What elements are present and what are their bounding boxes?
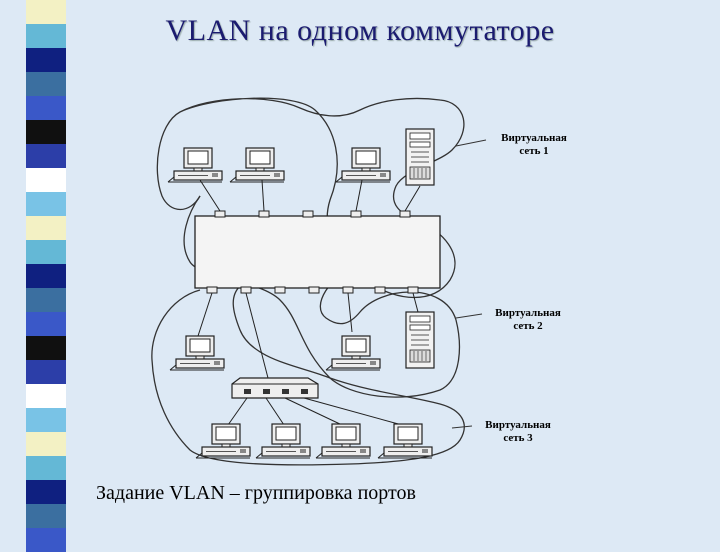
hub — [231, 377, 319, 399]
stripe-block — [26, 288, 66, 312]
server — [405, 128, 435, 186]
switch-port — [214, 210, 226, 218]
vlan3-label-line2: сеть 3 — [503, 432, 533, 444]
workstation — [195, 423, 251, 459]
switch-port — [342, 286, 354, 294]
switch-port — [350, 210, 362, 218]
workstation — [229, 147, 285, 183]
vlan1-label-line2: сеть 1 — [519, 145, 548, 157]
workstation — [255, 423, 311, 459]
slide-title: VLAN на одном коммутаторе — [165, 14, 555, 47]
stripe-block — [26, 0, 66, 24]
stripe-block — [26, 432, 66, 456]
vlan1-boundary — [156, 97, 465, 299]
switch-port — [240, 286, 252, 294]
stripe-block — [26, 264, 66, 288]
switch-port — [206, 286, 218, 294]
stripe-block — [26, 96, 66, 120]
stripe-block — [26, 504, 66, 528]
switch-port — [302, 210, 314, 218]
stripe-block — [26, 216, 66, 240]
vlan-diagram: Виртуальная сеть 1 Виртуальная сеть 2 Ви… — [151, 97, 567, 466]
slide-caption: Задание VLAN – группировка портов — [96, 482, 416, 504]
stripe-block — [26, 192, 66, 216]
workstation — [315, 423, 371, 459]
workstation — [377, 423, 433, 459]
switch-port — [308, 286, 320, 294]
stripe-block — [26, 408, 66, 432]
decorative-stripe — [0, 0, 68, 552]
stripe-block — [26, 144, 66, 168]
workstation — [167, 147, 223, 183]
stripe-block — [26, 456, 66, 480]
stripe-block — [26, 168, 66, 192]
switch-body — [194, 215, 441, 289]
vlan1-label-line1: Виртуальная — [501, 132, 567, 144]
switch-port — [399, 210, 411, 218]
workstation — [169, 335, 225, 371]
server — [405, 311, 435, 369]
vlan2-label-line2: сеть 2 — [513, 320, 543, 332]
stripe-block — [26, 336, 66, 360]
vlan3-boundary — [151, 285, 465, 466]
stripe-block — [26, 120, 66, 144]
stripe-block — [26, 384, 66, 408]
stripe-block — [26, 48, 66, 72]
vlan3-label-line1: Виртуальная — [485, 419, 551, 431]
stripe-block — [26, 72, 66, 96]
stripe-block — [26, 312, 66, 336]
switch-port — [407, 286, 419, 294]
workstation — [325, 335, 381, 371]
stripe-block — [26, 240, 66, 264]
vlan2-label-line1: Виртуальная — [495, 307, 561, 319]
stripe-block — [26, 480, 66, 504]
switch-port — [258, 210, 270, 218]
workstation — [335, 147, 391, 183]
stripe-block — [26, 24, 66, 48]
stripe-block — [26, 360, 66, 384]
switch-port — [274, 286, 286, 294]
switch-port — [374, 286, 386, 294]
